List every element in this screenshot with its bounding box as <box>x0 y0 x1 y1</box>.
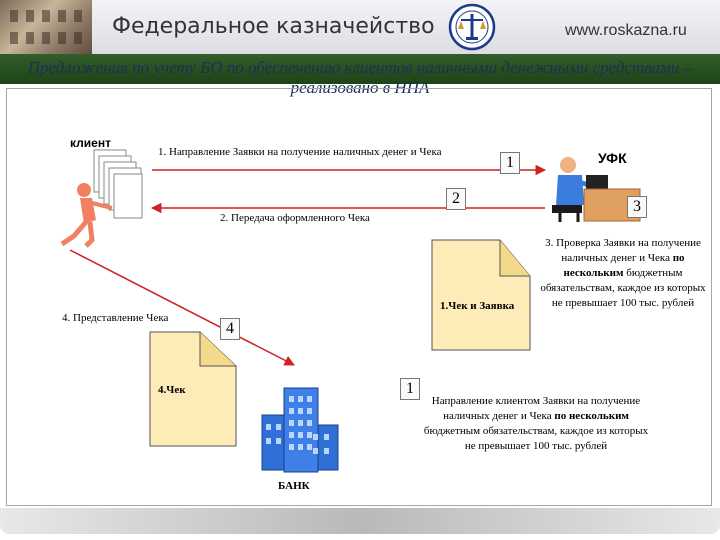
badge-step-4: 4 <box>220 318 240 340</box>
note-step-3-emphasis: по нескольким <box>563 252 685 279</box>
step1-label: 1. Направление Заявки на получение налич… <box>158 146 442 158</box>
note-step-3: 3. Проверка Заявки на получение наличных… <box>538 236 708 311</box>
check-label: 4.Чек <box>158 384 186 396</box>
treasury-emblem-icon <box>448 3 496 51</box>
badge-step-1: 1 <box>500 152 520 174</box>
note-step-3-tail: бюджетным обязательствам, каждое из кото… <box>540 267 706 309</box>
badge-step-3: 3 <box>627 196 647 218</box>
slide-headline: Предложения по учету БО по обеспечению к… <box>27 58 693 97</box>
header-bar <box>0 0 720 54</box>
content-frame <box>6 88 712 506</box>
note-step-1-tail: бюджетным обязательствам, каждое из кото… <box>423 425 649 452</box>
arrow-client-to-bank <box>69 249 295 366</box>
step4-label: 4. Представление Чека <box>62 312 169 324</box>
bank-building-icon <box>261 387 339 473</box>
client-label: клиент <box>70 136 111 150</box>
note-step-3-text: 3. Проверка Заявки на получение наличных… <box>545 237 701 264</box>
title-band <box>0 54 720 84</box>
ufk-label: УФК <box>598 150 627 166</box>
note-step-1: Направление клиентом Заявки на получение… <box>420 394 652 454</box>
step2-label: 2. Передача оформленного Чека <box>220 212 370 224</box>
badge-note-1: 1 <box>400 378 420 400</box>
client-person-icon <box>60 183 113 248</box>
check-request-label: 1.Чек и Заявка <box>440 300 515 312</box>
header-title: Федеральное казначейство <box>112 14 435 39</box>
site-url: www.roskazna.ru <box>565 22 687 39</box>
bank-label: БАНК <box>278 480 310 492</box>
badge-step-2: 2 <box>446 188 466 210</box>
document-check-request-icon <box>431 239 531 351</box>
document-stack-icon <box>93 149 143 219</box>
note-step-1-text: Направление клиентом Заявки на получение… <box>431 395 641 422</box>
note-step-1-emphasis: по нескольким <box>554 410 629 422</box>
building-photo <box>0 0 92 54</box>
footer-bar <box>0 508 720 534</box>
